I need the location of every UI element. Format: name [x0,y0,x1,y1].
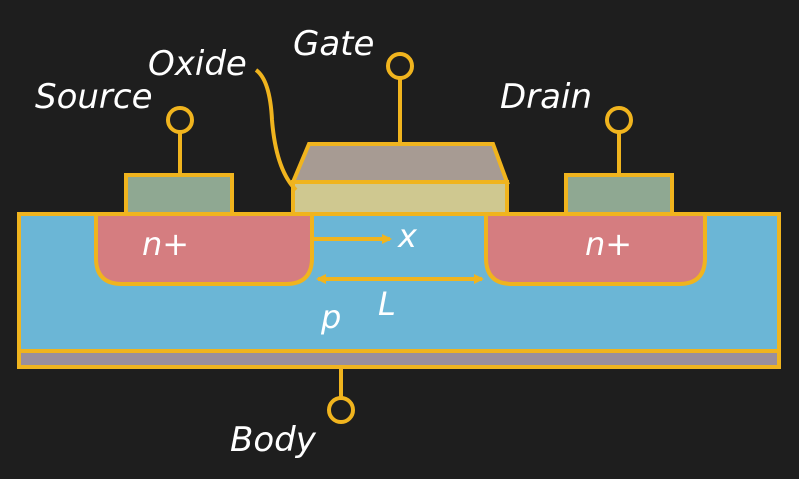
substrate-label: p [320,298,341,336]
body-contact-plate [17,349,781,369]
source-n-plus-region [94,212,314,286]
circle-terminal-icon [386,52,414,80]
gate-terminal [386,52,414,144]
circle-terminal-icon [327,396,355,424]
drain-region-label: n+ [585,225,632,263]
circle-terminal-icon [166,106,194,134]
depth-axis-label: x [397,217,418,255]
body-label: Body [230,420,317,460]
drain-n-plus-region [484,212,707,286]
source-region-label: n+ [142,225,189,263]
oxide-layer [291,180,509,216]
channel-length-label: L [378,285,396,323]
source-terminal [166,106,194,175]
oxide-label: Oxide [148,44,247,84]
circle-terminal-icon [605,106,633,134]
body-terminal [327,367,355,424]
drain-terminal [605,106,633,175]
source-label: Source [35,77,153,117]
source-contact [124,173,234,216]
oxide-leader-line [254,68,298,192]
drain-contact [564,173,674,216]
gate-electrode [289,142,510,184]
gate-label: Gate [293,24,374,64]
drain-label: Drain [500,77,592,117]
